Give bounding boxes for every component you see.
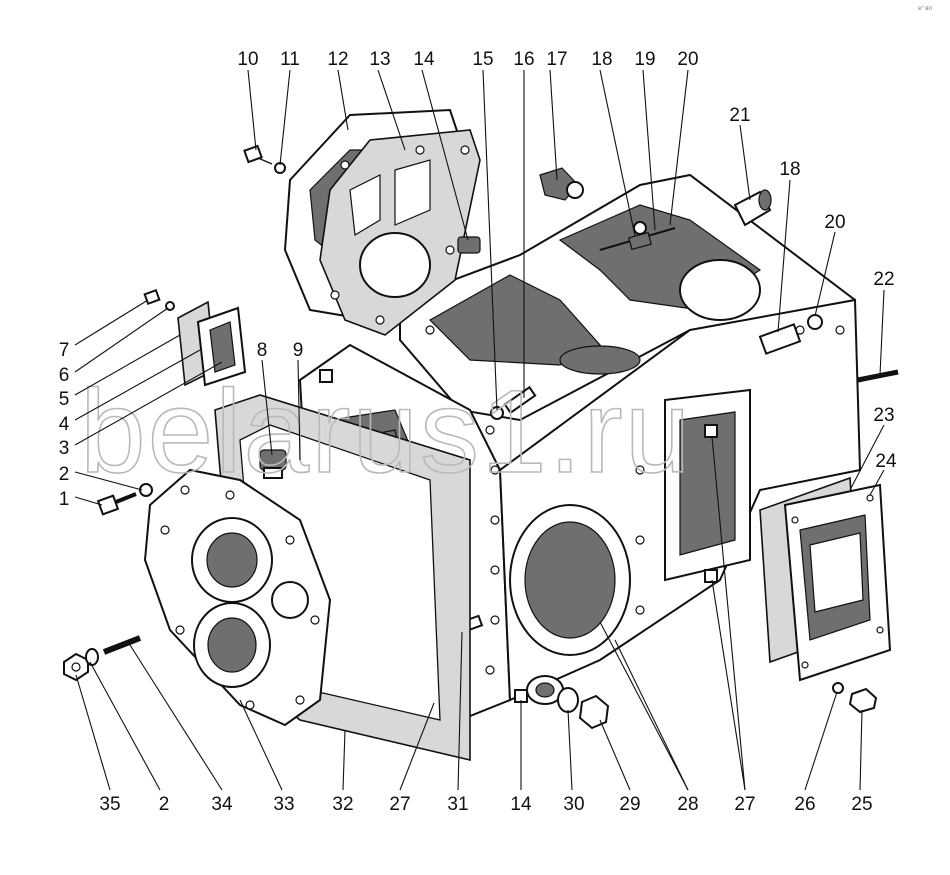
callout-35: 35 <box>99 794 120 815</box>
bolt-1 <box>96 483 153 516</box>
callout-11: 11 <box>280 49 300 70</box>
callout-14-top: 14 <box>413 49 435 70</box>
breather-8 <box>259 449 287 479</box>
callout-9: 9 <box>293 340 304 361</box>
callout-20-top: 20 <box>677 49 698 70</box>
callout-27-right: 27 <box>734 794 755 815</box>
callout-28: 28 <box>677 794 698 815</box>
callout-18-top: 18 <box>591 49 612 70</box>
callout-31: 31 <box>447 794 468 815</box>
callout-33: 33 <box>273 794 294 815</box>
callout-23: 23 <box>873 405 894 426</box>
callout-34: 34 <box>211 794 233 815</box>
callout-30: 30 <box>563 794 584 815</box>
watermark-text: belarus1.ru <box>80 366 692 498</box>
nut-stud-group <box>63 635 142 682</box>
leader-lines <box>74 69 885 791</box>
top-cover-assembly <box>283 108 481 336</box>
callout-4: 4 <box>59 414 70 435</box>
callout-6: 6 <box>59 365 70 386</box>
callout-27-left: 27 <box>389 794 410 815</box>
callout-labels: 10 11 12 13 14 15 16 17 18 19 20 21 18 2… <box>59 49 897 815</box>
callout-13: 13 <box>369 49 390 70</box>
callout-25: 25 <box>851 794 872 815</box>
callout-29: 29 <box>619 794 640 815</box>
callout-12: 12 <box>327 49 348 70</box>
callout-17: 17 <box>546 49 567 70</box>
callout-22: 22 <box>873 269 894 290</box>
callout-3: 3 <box>59 438 70 459</box>
callout-10: 10 <box>237 49 258 70</box>
front-plate-assembly <box>143 394 471 762</box>
top-fittings <box>490 167 899 420</box>
callout-21: 21 <box>729 105 750 126</box>
small-cover-assembly <box>143 288 247 387</box>
bolt-10 <box>243 144 286 174</box>
callout-20-right: 20 <box>824 212 845 233</box>
side-cover-assembly <box>759 476 892 714</box>
callout-2-bottom: 2 <box>159 794 170 815</box>
corner-mark: e° вп <box>918 6 932 12</box>
callout-5: 5 <box>59 389 70 410</box>
callout-32: 32 <box>332 794 353 815</box>
callout-19: 19 <box>634 49 655 70</box>
callout-18-right: 18 <box>779 159 800 180</box>
callout-14-bottom: 14 <box>510 794 532 815</box>
callout-2-left: 2 <box>59 464 70 485</box>
callout-15: 15 <box>472 49 493 70</box>
callout-1: 1 <box>59 489 70 510</box>
callout-16: 16 <box>513 49 534 70</box>
callout-8: 8 <box>257 340 268 361</box>
callout-26: 26 <box>794 794 815 815</box>
callout-24: 24 <box>875 451 897 472</box>
callout-7: 7 <box>59 340 70 361</box>
